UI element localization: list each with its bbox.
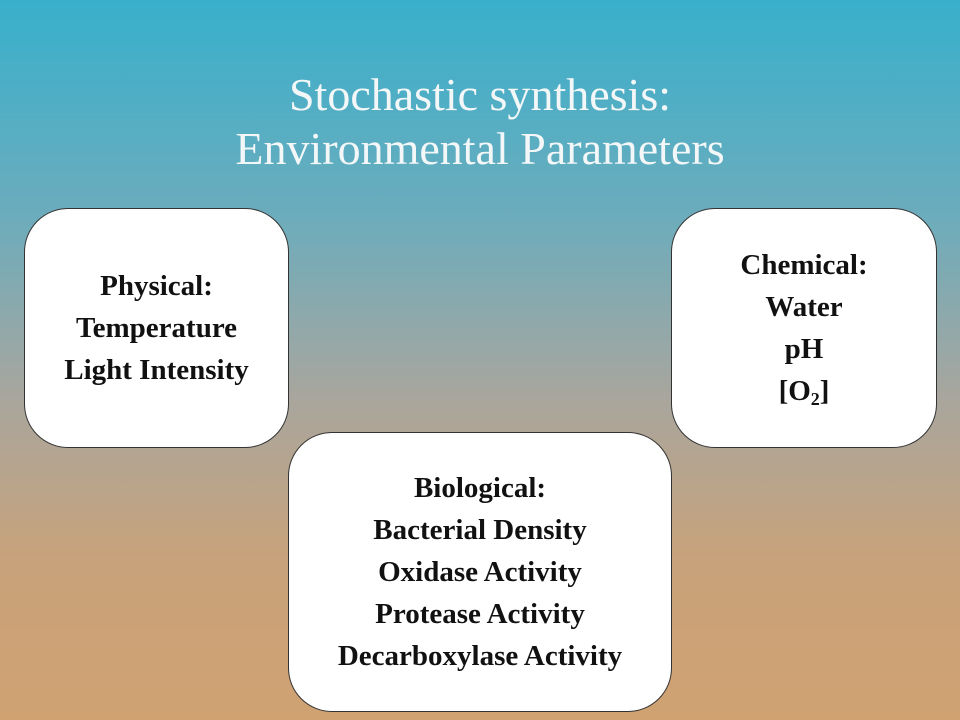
oxygen-subscript: 2 (810, 389, 820, 410)
physical-item-light-intensity: Light Intensity (64, 354, 249, 386)
physical-item-temperature: Temperature (75, 312, 238, 344)
chemical-item-ph: pH (784, 333, 824, 365)
title-line-1: Stochastic synthesis: (288, 69, 672, 120)
oxygen-close: ] (819, 375, 830, 407)
biological-heading: Biological: (413, 472, 547, 504)
title-line-2: Environmental Parameters (235, 123, 725, 174)
biological-item-protease-activity: Protease Activity (375, 598, 585, 630)
chemical-item-water: Water (765, 291, 843, 323)
physical-heading: Physical: (100, 270, 213, 302)
biological-item-bacterial-density: Bacterial Density (373, 514, 587, 546)
slide-title: Stochastic synthesis: Environmental Para… (0, 68, 960, 176)
physical-parameters-box: Physical: Temperature Light Intensity (24, 208, 289, 448)
chemical-heading: Chemical: (740, 249, 868, 281)
chemical-item-oxygen: [O2] (779, 370, 830, 412)
biological-item-decarboxylase-activity: Decarboxylase Activity (337, 640, 623, 672)
oxygen-open: [O (778, 375, 811, 407)
biological-item-oxidase-activity: Oxidase Activity (378, 556, 582, 588)
chemical-parameters-box: Chemical: Water pH [O2] (671, 208, 937, 448)
biological-parameters-box: Biological: Bacterial Density Oxidase Ac… (288, 432, 672, 712)
